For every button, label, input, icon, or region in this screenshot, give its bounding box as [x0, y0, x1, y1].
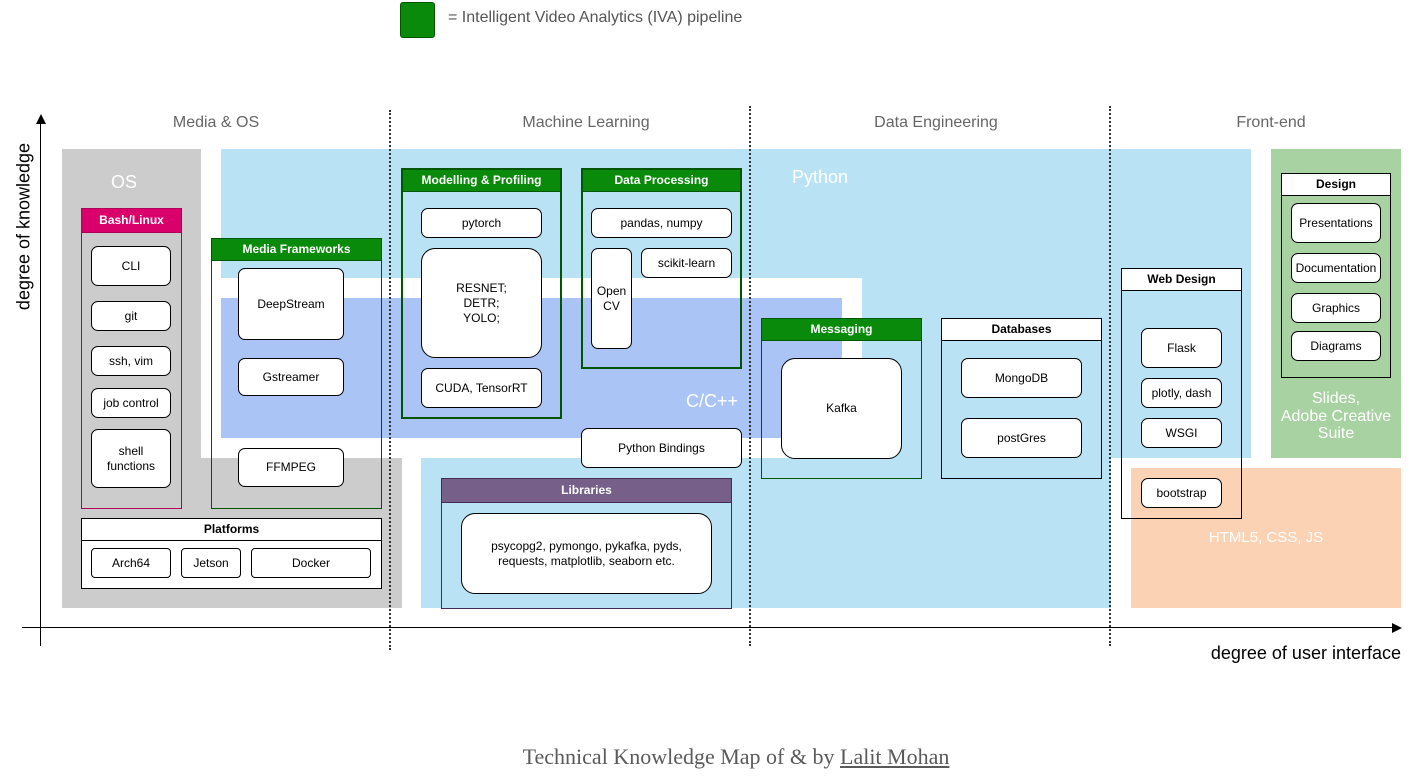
group-data-processing: Data Processing	[581, 168, 742, 369]
node-pytorch: pytorch	[421, 208, 542, 238]
group-media-frameworks: Media Frameworks	[211, 238, 382, 509]
legend-text: = Intelligent Video Analytics (IVA) pipe…	[448, 9, 743, 26]
column-label-media-os: Media & OS	[172, 114, 260, 131]
node-cli: CLI	[91, 246, 171, 286]
node-diagrams: Diagrams	[1291, 331, 1381, 361]
node-kafka: Kafka	[781, 358, 902, 459]
node-shell-functions: shell functions	[91, 429, 171, 488]
node-job-control: job control	[91, 388, 171, 418]
node-ssh-vim: ssh, vim	[91, 346, 171, 376]
node-python-bindings: Python Bindings	[581, 428, 742, 468]
group-web-design: Web Design	[1121, 268, 1242, 519]
divider-2	[749, 106, 751, 646]
group-header-design: Design	[1282, 174, 1390, 196]
group-bash-linux: Bash/Linux	[81, 208, 182, 509]
node-graphics: Graphics	[1291, 293, 1381, 323]
node-wsgi: WSGI	[1141, 418, 1222, 448]
node-postgres: postGres	[961, 418, 1082, 458]
group-header-media-frameworks: Media Frameworks	[212, 239, 381, 261]
group-header-platforms: Platforms	[82, 519, 381, 541]
node-git: git	[91, 301, 171, 331]
group-header-libraries: Libraries	[442, 479, 731, 503]
x-axis-line	[22, 627, 1394, 628]
node-pandas-numpy: pandas, numpy	[591, 208, 732, 238]
group-header-bash-linux: Bash/Linux	[82, 209, 181, 233]
divider-3	[1109, 106, 1111, 646]
node-libraries-list: psycopg2, pymongo, pykafka, pyds, reques…	[461, 513, 712, 594]
footer-caption: Technical Knowledge Map of & by Lalit Mo…	[306, 744, 1166, 770]
node-arch64: Arch64	[91, 548, 171, 578]
region-label-python: Python	[791, 167, 849, 187]
group-libraries: Libraries	[441, 478, 732, 609]
node-flask: Flask	[1141, 328, 1222, 368]
column-label-front-end: Front-end	[1236, 114, 1306, 131]
y-axis-line	[40, 122, 41, 646]
node-jetson: Jetson	[181, 548, 241, 578]
node-resnet-detr-yolo: RESNET; DETR; YOLO;	[421, 248, 542, 358]
node-docker: Docker	[251, 548, 371, 578]
x-axis-label: degree of user interface	[1210, 643, 1401, 663]
column-label-machine-learning: Machine Learning	[522, 114, 650, 131]
group-header-modelling-profiling: Modelling & Profiling	[403, 170, 560, 192]
group-design: Design	[1281, 173, 1391, 378]
divider-1	[389, 110, 391, 650]
group-modelling-profiling: Modelling & Profiling	[401, 168, 562, 419]
node-documentation: Documentation	[1291, 253, 1381, 283]
region-label-web: HTML5, CSS, JS	[1208, 529, 1324, 546]
group-messaging: Messaging	[761, 318, 922, 479]
y-axis-label: degree of knowledge	[13, 142, 34, 311]
region-label-os: OS	[110, 172, 137, 192]
node-cuda-tensorrt: CUDA, TensorRT	[421, 368, 542, 408]
y-axis-arrow	[36, 114, 46, 124]
region-label-slides: Slides, Adobe Creative Suite	[1280, 390, 1392, 443]
node-opencv: Open CV	[591, 248, 632, 349]
node-mongodb: MongoDB	[961, 358, 1082, 398]
group-header-data-processing: Data Processing	[583, 170, 740, 192]
node-scikit-learn: scikit-learn	[641, 248, 732, 278]
node-bootstrap: bootstrap	[1141, 478, 1222, 508]
column-label-data-engineering: Data Engineering	[874, 114, 998, 131]
footer-prefix: Technical Knowledge Map of & by	[522, 744, 840, 769]
footer-author-link[interactable]: Lalit Mohan	[840, 744, 950, 769]
node-deepstream: DeepStream	[238, 268, 344, 340]
node-gstreamer: Gstreamer	[238, 358, 344, 396]
node-presentations: Presentations	[1291, 203, 1381, 243]
group-header-web-design: Web Design	[1122, 269, 1241, 291]
node-plotly-dash: plotly, dash	[1141, 378, 1222, 408]
group-header-databases: Databases	[942, 319, 1101, 341]
x-axis-arrow	[1392, 623, 1402, 633]
legend-swatch-iva	[400, 2, 435, 38]
group-header-messaging: Messaging	[762, 319, 921, 341]
group-databases: Databases	[941, 318, 1102, 479]
node-ffmpeg: FFMPEG	[238, 448, 344, 487]
region-label-cpp: C/C++	[685, 391, 739, 411]
